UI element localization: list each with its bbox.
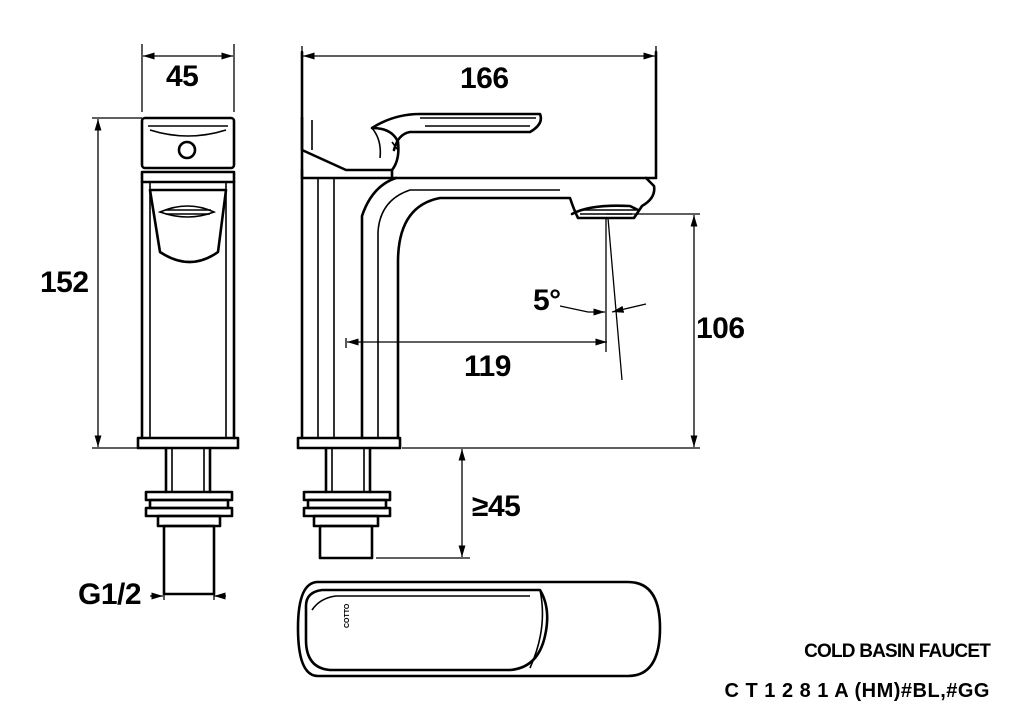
dim-thread: G1/2 <box>78 578 141 611</box>
dim-119: 119 <box>464 350 511 383</box>
top-view: COTTO <box>296 580 662 678</box>
dim-45: 45 <box>166 60 198 93</box>
product-model: C T 1 2 8 1 A (HM)#BL,#GG <box>724 680 990 702</box>
brand-mark: COTTO <box>344 603 351 628</box>
side-view <box>136 116 240 596</box>
dim-angle: 5° <box>533 284 561 317</box>
product-title: COLD BASIN FAUCET <box>804 641 991 662</box>
dim-152: 152 <box>40 266 89 299</box>
front-view <box>296 50 658 560</box>
dim-166: 166 <box>460 62 509 95</box>
dimension-labels: 45 166 152 106 119 5° ≥45 G1/2 <box>40 60 745 611</box>
dimension-lines <box>92 44 700 600</box>
dim-106: 106 <box>696 312 745 345</box>
dim-min-thread: ≥45 <box>472 490 520 523</box>
